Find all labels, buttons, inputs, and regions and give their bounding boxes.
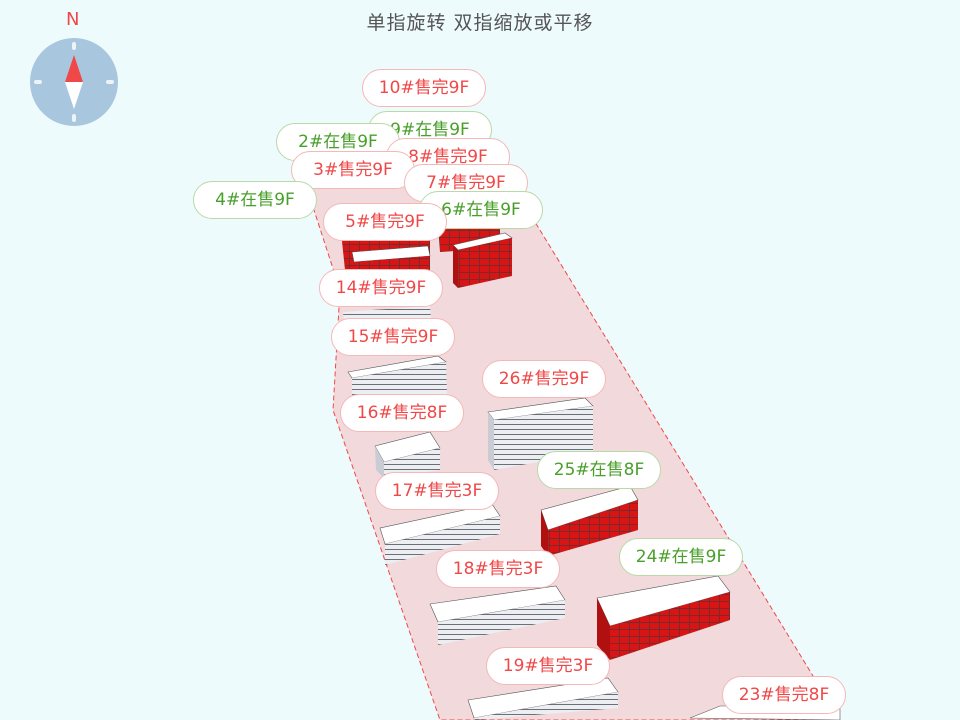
building-block-17[interactable] xyxy=(379,503,501,565)
building-label[interactable]: 10#售完9F xyxy=(362,69,486,107)
building-block-19[interactable] xyxy=(467,677,619,720)
compass-needle-icon xyxy=(65,55,83,109)
compass-tick-n xyxy=(72,42,76,50)
building-label[interactable]: 14#售完9F xyxy=(319,269,443,307)
building-label[interactable]: 25#在售8F xyxy=(537,451,661,489)
building-label[interactable]: 18#售完3F xyxy=(436,550,560,588)
building-label[interactable]: 16#售完8F xyxy=(340,394,464,432)
compass-tick-s xyxy=(72,114,76,122)
building-label[interactable]: 4#在售9F xyxy=(193,181,317,219)
building-label[interactable]: 15#售完9F xyxy=(331,318,455,356)
north-label: N xyxy=(66,9,80,30)
building-block-24[interactable] xyxy=(596,575,731,660)
building-block-15[interactable] xyxy=(347,355,447,398)
building-label[interactable]: 17#售完3F xyxy=(375,472,499,510)
building-label[interactable]: 23#售完8F xyxy=(722,676,846,714)
gesture-hint: 单指旋转 双指缩放或平移 xyxy=(366,12,594,34)
building-block-25[interactable] xyxy=(540,485,639,556)
building-label[interactable]: 5#售完9F xyxy=(323,203,447,241)
building-label[interactable]: 26#售完9F xyxy=(482,360,606,398)
compass-tick-e xyxy=(106,80,114,84)
building-label[interactable]: 24#在售9F xyxy=(619,538,743,576)
building-label[interactable]: 3#售完9F xyxy=(291,151,415,189)
building-block-6[interactable] xyxy=(452,232,513,288)
compass-tick-w xyxy=(34,80,42,84)
building-label[interactable]: 19#售完3F xyxy=(486,647,610,685)
building-block-16[interactable] xyxy=(374,431,441,478)
building-block-18[interactable] xyxy=(429,585,566,645)
compass-icon[interactable] xyxy=(30,38,118,126)
